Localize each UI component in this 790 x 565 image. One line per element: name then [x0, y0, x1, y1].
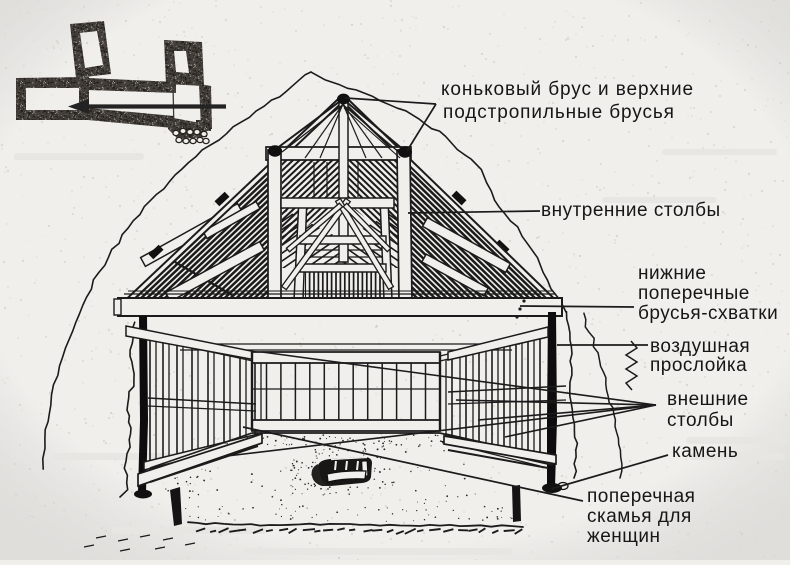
svg-text:коньковый брус и верхние: коньковый брус и верхние [441, 79, 694, 100]
svg-text:поперечные: поперечные [638, 283, 750, 304]
svg-text:женщин: женщин [587, 526, 661, 547]
svg-text:поперечная: поперечная [587, 486, 695, 507]
svg-text:камень: камень [672, 441, 738, 462]
svg-text:скамья для: скамья для [587, 506, 692, 527]
svg-text:нижние: нижние [638, 263, 707, 284]
svg-text:брусья-схватки: брусья-схватки [638, 303, 778, 324]
svg-text:подстропильные брусья: подстропильные брусья [443, 102, 675, 123]
svg-text:внутренние столбы: внутренние столбы [541, 200, 721, 221]
svg-text:воздушная: воздушная [650, 336, 750, 357]
svg-text:внешние: внешние [667, 389, 749, 410]
svg-text:прослойка: прослойка [650, 355, 747, 376]
svg-text:столбы: столбы [667, 410, 734, 431]
